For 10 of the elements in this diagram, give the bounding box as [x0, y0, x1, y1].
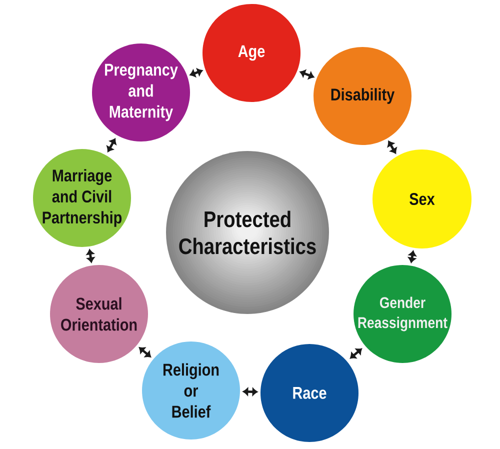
double-arrow	[86, 249, 95, 263]
double-arrow	[106, 138, 116, 152]
double-arrow	[242, 388, 258, 396]
double-arrow	[387, 140, 397, 154]
double-arrow	[408, 250, 416, 263]
double-arrow	[138, 347, 152, 358]
double-arrow	[350, 348, 362, 359]
double-arrow	[300, 70, 314, 80]
double-arrow	[190, 68, 203, 78]
central-sphere: Protected Characteristics	[166, 151, 329, 314]
